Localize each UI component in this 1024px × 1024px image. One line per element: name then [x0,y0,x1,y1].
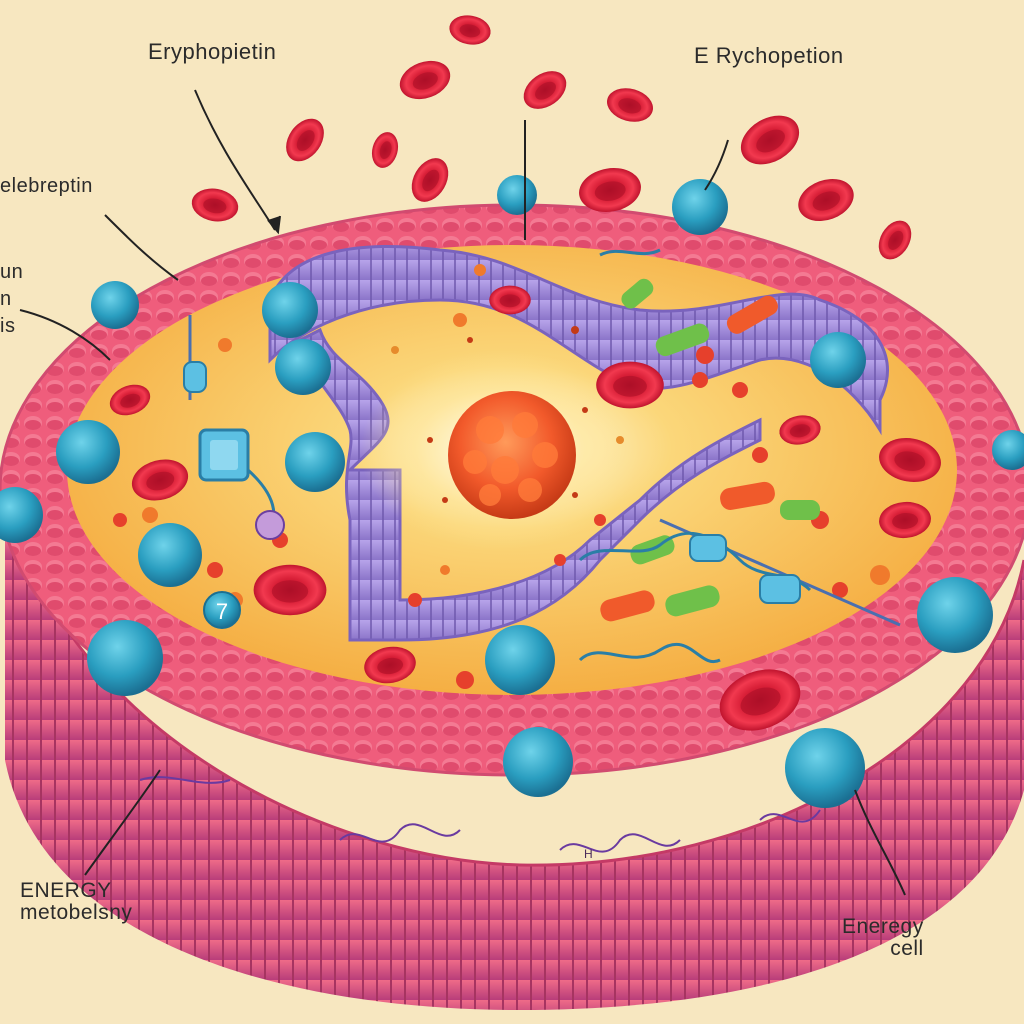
leader-erychopetion [704,139,729,191]
label-energy-metabolism: ENERGY metobelsny [20,879,133,925]
receptor-spheres [0,175,1024,808]
label-fragments: un n is [0,262,23,343]
label-energy-cell-line2: cell [890,937,924,961]
leader-elebreptin [104,214,179,281]
leader-lines [19,89,906,896]
label-fragment-1: un [0,261,24,283]
label-energy-metabolism-line2: metobelsny [20,901,133,925]
tiny-mark: H [584,847,593,861]
protein-chains [578,248,901,664]
label-fragment-2: n [0,288,12,310]
label-erychopetion: E Rychopetion [694,43,844,68]
label-energy-cell: Eneregy cell [842,915,924,961]
leader-fragment [19,309,111,361]
leader-eryphopietin [194,89,276,231]
label-elebreptin: elebreptin [0,175,93,197]
nucleus [448,391,576,519]
number-badge-text: 7 [216,599,228,624]
wall-vessels [139,776,821,853]
label-eryphopietin: Eryphopietin [148,39,277,64]
channel-protein [183,315,285,540]
leader-energy-metabolism [84,769,161,876]
number-badge: 7 [203,591,241,629]
label-energy-cell-line1: Eneregy [842,915,924,938]
leader-energy-cell [854,789,906,896]
label-energy-metabolism-line1: ENERGY [20,879,112,902]
label-fragment-3: is [0,315,16,337]
